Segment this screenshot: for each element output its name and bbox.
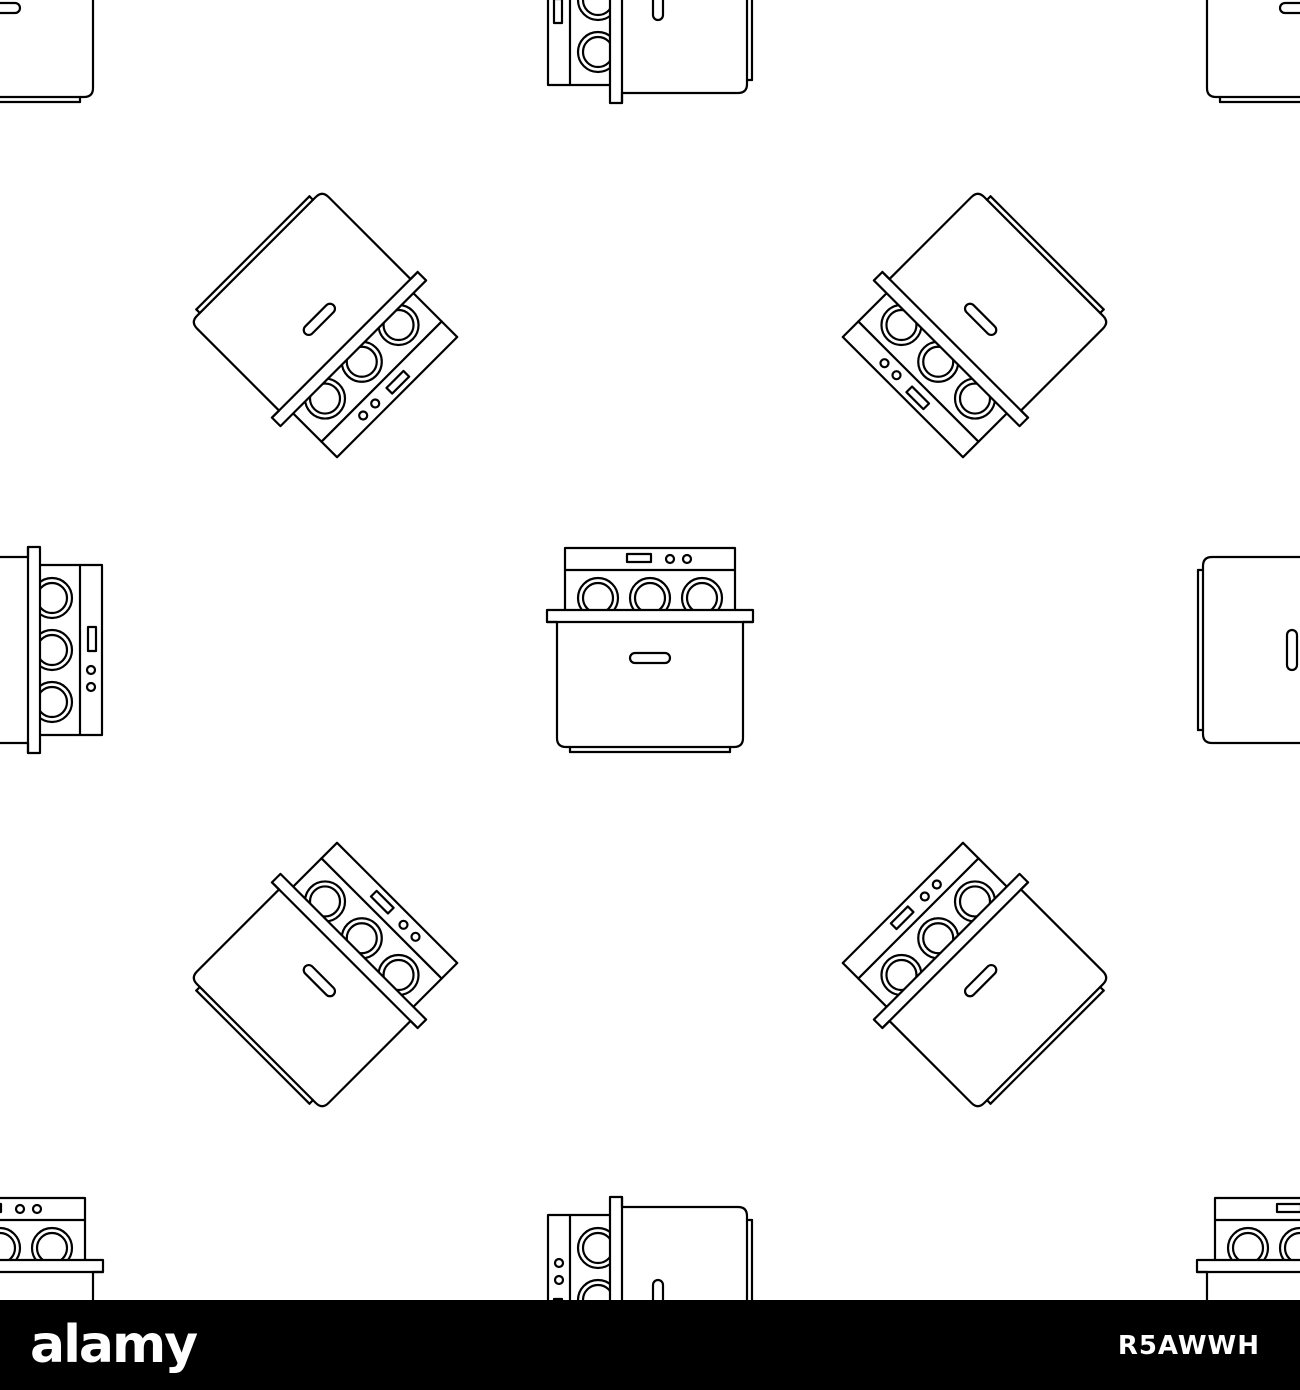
- dishwasher-icon: [828, 828, 1122, 1122]
- dishwasher-icon: [546, 1195, 754, 1300]
- dishwasher-icon: [1195, 0, 1300, 104]
- dishwasher-icon: [0, 0, 105, 104]
- dishwasher-pattern: [0, 0, 1300, 1300]
- dishwasher-icon: [0, 545, 104, 755]
- brand-logo[interactable]: alamy: [30, 1315, 198, 1375]
- dishwasher-icon: [546, 0, 754, 105]
- image-id: R5AWWH: [1117, 1331, 1260, 1361]
- dishwasher-icon: [0, 1196, 105, 1300]
- watermark-bar: alamy R5AWWH: [0, 1300, 1300, 1390]
- dishwasher-icon: [828, 178, 1122, 472]
- dishwasher-icon: [1196, 545, 1300, 755]
- pattern-svg: [0, 0, 1300, 1300]
- dishwasher-icon: [1195, 1196, 1300, 1300]
- dishwasher-icon: [545, 546, 755, 754]
- dishwasher-icon: [178, 828, 472, 1122]
- dishwasher-icon: [178, 178, 472, 472]
